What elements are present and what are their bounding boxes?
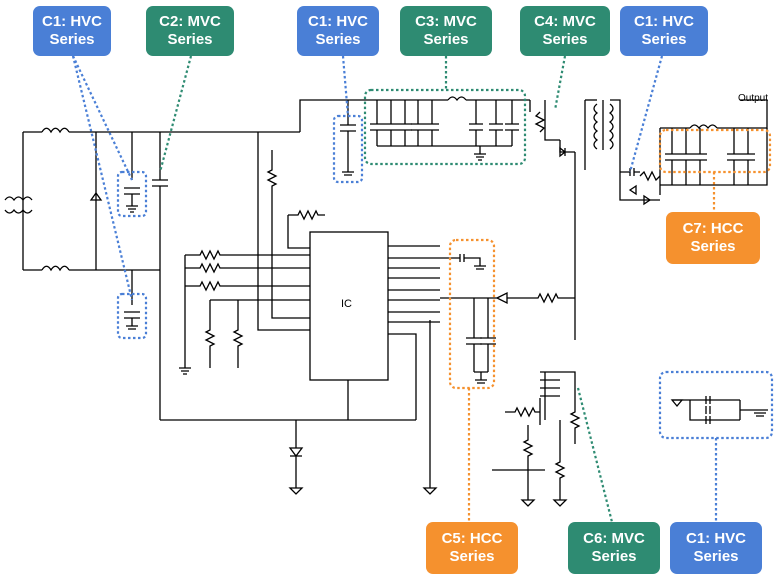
callout-c1-hvc-bottom: C1: HVC Series [670,522,762,574]
callout-line1: C4: MVC [534,13,596,30]
callout-line1: C1: HVC [307,13,368,30]
callout-line2: Series [167,31,213,48]
callout-line2: Series [641,31,687,48]
callout-c6-mvc: C6: MVC Series [568,522,660,574]
output-label: Output [738,93,769,104]
callout-line1: C1: HVC [685,530,746,547]
callout-c7-hcc: C7: HCC Series [666,212,760,264]
callout-c2-mvc: C2: MVC Series [146,6,234,56]
callout-c3-mvc: C3: MVC Series [400,6,492,56]
callout-line1: C7: HCC [682,220,744,237]
callout-line2: Series [315,31,361,48]
callout-line1: C1: HVC [41,13,102,30]
callout-c5-hcc: C5: HCC Series [426,522,518,574]
callout-line2: Series [449,548,495,565]
callout-line2: Series [542,31,588,48]
callout-c1-hvc-top-right: C1: HVC Series [620,6,708,56]
ic-label: IC [341,298,352,310]
callout-line2: Series [693,548,739,565]
callout-line1: C2: MVC [159,13,221,30]
callout-c1-hvc-top-mid: C1: HVC Series [297,6,379,56]
callout-line2: Series [423,31,469,48]
callout-line2: Series [690,238,736,255]
callout-line1: C1: HVC [633,13,694,30]
callout-line2: Series [49,31,95,48]
callout-c1-hvc-top-left: C1: HVC Series [33,6,111,56]
callout-line1: C3: MVC [415,13,477,30]
callout-c4-mvc: C4: MVC Series [520,6,610,56]
callout-line1: C5: HCC [441,530,503,547]
callout-line2: Series [591,548,637,565]
callout-line1: C6: MVC [583,530,645,547]
